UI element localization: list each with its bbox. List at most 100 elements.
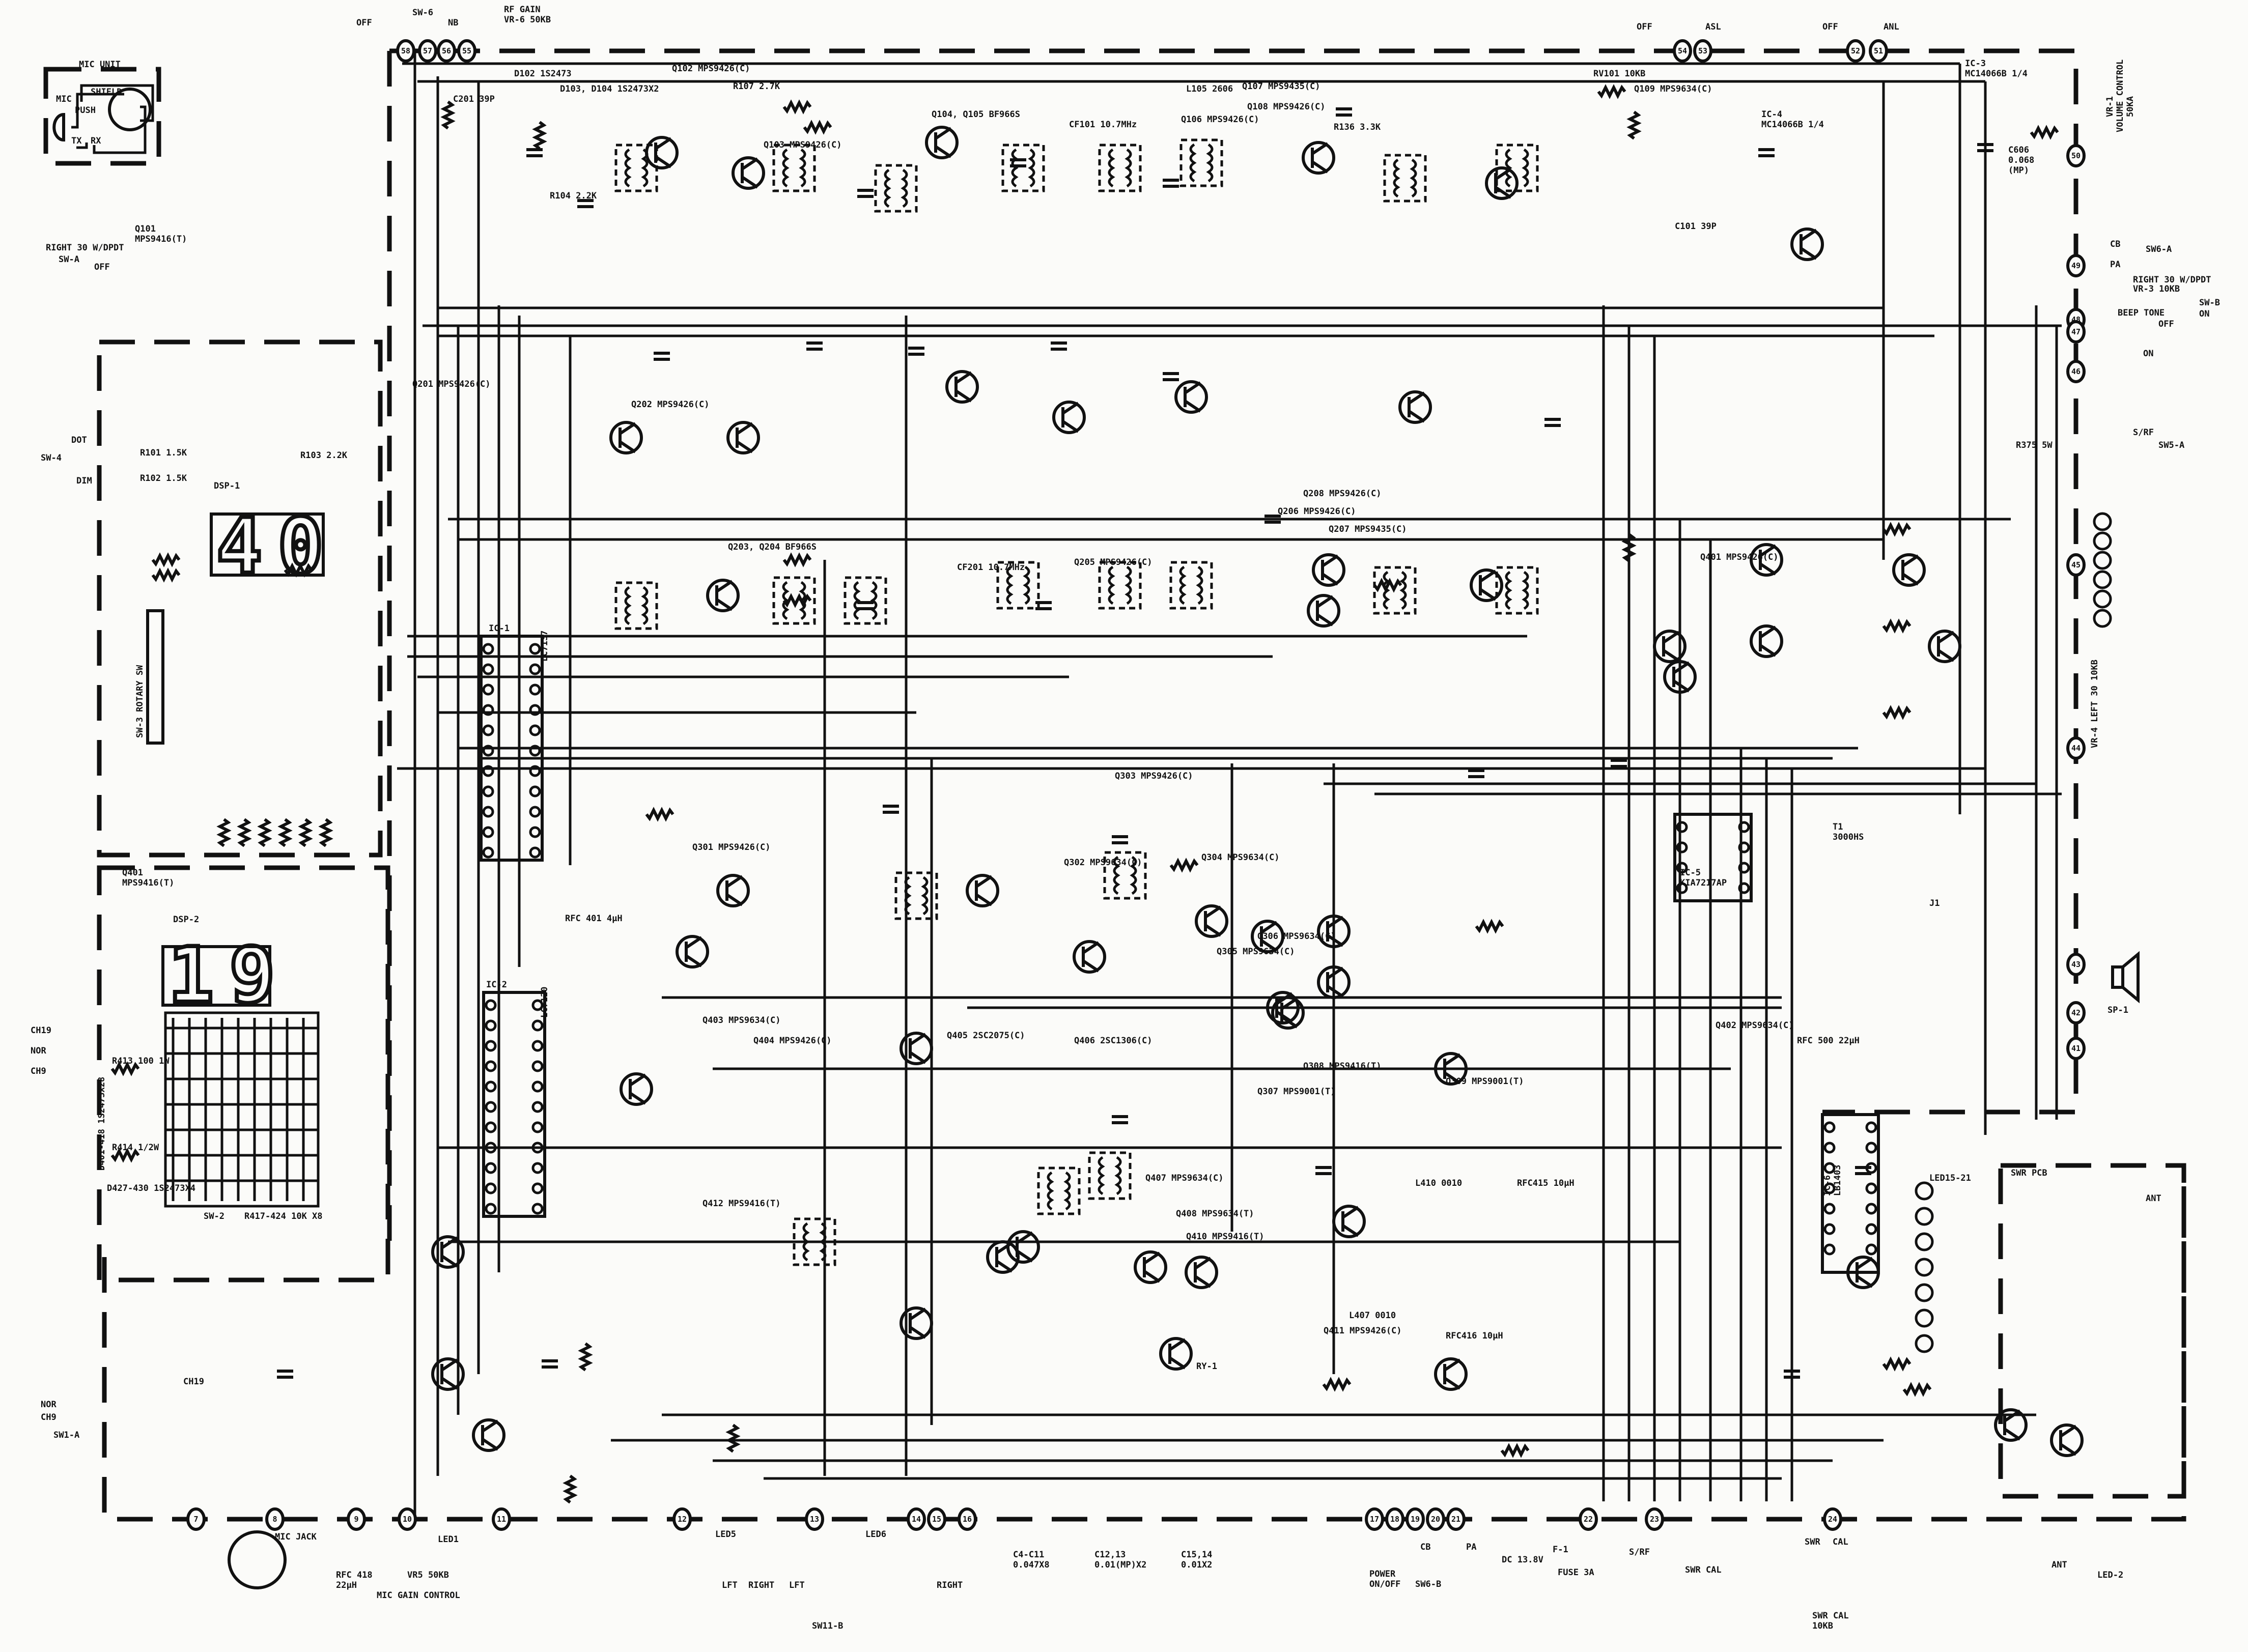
transistor-body xyxy=(1312,553,1345,587)
transistor-collector xyxy=(1016,1231,1033,1244)
ic-package xyxy=(482,991,546,1218)
vr3-label-b: VR-3 10KB xyxy=(2133,284,2180,294)
off-label-3: OFF xyxy=(1822,22,1838,32)
transistor-symbol xyxy=(1185,1256,1218,1289)
pin-bubble xyxy=(1446,1507,1466,1531)
transistor-collector xyxy=(975,875,993,888)
transistor-collector xyxy=(1444,1053,1461,1066)
ic-pin xyxy=(485,1162,497,1174)
ic3-type: MC14066B 1/4 xyxy=(1965,69,2028,79)
t1-type: 3000HS xyxy=(1833,832,1864,842)
pin-number: 58 xyxy=(401,46,410,55)
coil-winding xyxy=(1028,148,1035,188)
diode-array-label: D401-418 1S2473X28 xyxy=(97,1077,107,1171)
ic-pin xyxy=(482,826,494,838)
f1-label: F-1 xyxy=(1553,1545,1568,1555)
connector-pin: 11 xyxy=(492,1507,511,1531)
ic3-label: IC-3 xyxy=(1965,59,1986,69)
r414-label: R414 1/2W xyxy=(112,1143,159,1153)
ic-pin xyxy=(529,683,541,696)
diode-matrix xyxy=(164,1011,320,1208)
transistor-body xyxy=(1185,1256,1218,1289)
transistor-body xyxy=(925,126,959,159)
transistor-collector xyxy=(736,422,753,435)
swr-pcb-label: SWR PCB xyxy=(2011,1168,2047,1178)
pin-bubble xyxy=(2066,1037,2086,1060)
resistor-symbol xyxy=(216,818,232,847)
r101-label: R101 1.5K xyxy=(140,448,187,458)
caps3-label: C15,14 xyxy=(1181,1550,1212,1560)
component-label: Q401 MPS9426(C) xyxy=(1700,552,1779,562)
transformer-can xyxy=(874,164,918,213)
ch9-bottom-label: CH9 xyxy=(41,1412,57,1422)
resistor-symbol xyxy=(782,99,812,115)
s-rf-label: S/RF xyxy=(2133,428,2154,438)
q401-label: Q401 xyxy=(122,868,143,878)
transistor-collector xyxy=(441,1236,458,1249)
coil-winding xyxy=(1006,565,1014,605)
resistor-symbol xyxy=(277,818,293,847)
ic-pin xyxy=(482,785,494,797)
transistor-collector xyxy=(1663,631,1680,644)
led-symbol xyxy=(2093,609,2112,628)
led-symbol xyxy=(2093,512,2112,531)
transistor-body xyxy=(609,421,643,454)
dsp2-digits: 19 xyxy=(168,931,291,1020)
component-label: L410 0010 xyxy=(1415,1178,1462,1188)
transistor-collector xyxy=(996,1241,1013,1255)
connector-pin: 52 xyxy=(1846,39,1865,63)
transistor-collector xyxy=(909,1033,926,1046)
coil-winding xyxy=(870,581,878,620)
on-label: ON xyxy=(2199,309,2209,319)
transistor-symbol xyxy=(900,1306,933,1340)
coil-winding xyxy=(1098,1156,1105,1195)
nb-label: NB xyxy=(448,18,458,28)
volume-control-label: VOLUME CONTROL xyxy=(2115,60,2125,132)
connector-pin: 45 xyxy=(2066,553,2086,577)
ic-pin xyxy=(482,765,494,777)
ic-pin xyxy=(485,1182,497,1194)
transistor-emitter xyxy=(1759,562,1777,576)
pin-number: 52 xyxy=(1851,46,1860,55)
coil-winding xyxy=(921,876,929,916)
transistor-emitter xyxy=(1016,1249,1033,1263)
mic-unit-box xyxy=(43,67,161,166)
transistor-emitter xyxy=(1479,588,1497,601)
component-label: Q304 MPS9634(C) xyxy=(1201,852,1280,863)
pin-bubble xyxy=(907,1507,926,1531)
transistor-emitter xyxy=(1204,924,1222,937)
transistor-symbol xyxy=(1332,1205,1366,1238)
off-label: OFF xyxy=(356,18,372,28)
led15-21-label: LED15-21 xyxy=(1929,1173,1971,1183)
pin-number: 12 xyxy=(678,1515,687,1524)
pin-bubble xyxy=(2066,736,2086,760)
resistor-symbol xyxy=(318,818,333,847)
ic-pin xyxy=(482,643,494,655)
ic-pin xyxy=(482,745,494,757)
r102-label: R102 1.5K xyxy=(140,473,187,483)
right1-label: RIGHT xyxy=(748,1580,774,1590)
connector-pin: 49 xyxy=(2066,254,2086,277)
pin-bubble xyxy=(2066,1001,2086,1024)
transistor-symbol xyxy=(1892,553,1926,587)
pin-number: 21 xyxy=(1451,1515,1460,1524)
pin-bubble xyxy=(2066,360,2086,383)
ic-pin xyxy=(1823,1162,1836,1174)
transformer-can xyxy=(1383,154,1427,203)
resistor-symbol xyxy=(1902,1382,1932,1397)
connector-pin: 18 xyxy=(1385,1507,1404,1531)
ic-pin xyxy=(529,765,541,777)
transistor-symbol xyxy=(1159,1337,1193,1371)
transistor-emitter xyxy=(619,440,636,453)
transistor-emitter xyxy=(955,389,972,403)
ic-pin xyxy=(531,1121,544,1133)
ic-pin xyxy=(482,683,494,696)
ic-pin xyxy=(531,1019,544,1032)
component-label: Q201 MPS9426(C) xyxy=(412,379,491,389)
coil-winding xyxy=(1189,143,1197,183)
off-label: OFF xyxy=(94,262,110,272)
pin-bubble xyxy=(1406,1507,1425,1531)
resistor-symbol xyxy=(725,1423,741,1453)
connector-pin: 56 xyxy=(437,39,456,63)
